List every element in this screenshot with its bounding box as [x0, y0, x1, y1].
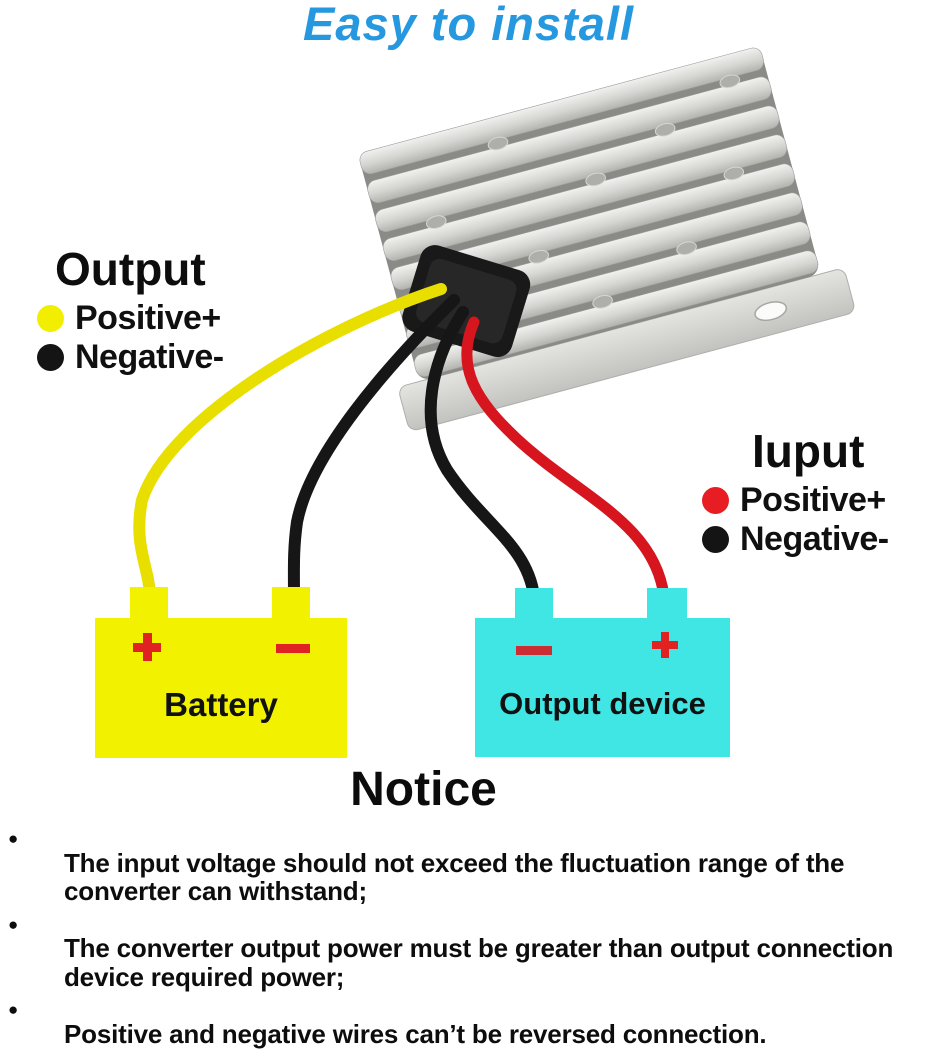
input-positive-label: Positive+: [740, 481, 886, 519]
notice-item-text: The input voltage should not exceed the …: [64, 847, 845, 906]
converter-heatsink: [359, 47, 855, 431]
legend-row: Negative-: [30, 339, 224, 375]
yellow-wire: [133, 283, 447, 602]
legend-row: Positive+: [695, 482, 889, 518]
legend-row: Negative-: [695, 521, 889, 557]
output-device-plus-sign: [652, 632, 678, 658]
yellow-dot-icon: [37, 304, 64, 332]
output-device-positive-terminal: [647, 588, 687, 619]
output-device-negative-terminal: [515, 588, 553, 619]
battery-box: Battery: [95, 618, 347, 758]
notice-item: ● The converter output power must be grea…: [0, 906, 930, 992]
mounting-hole: [754, 301, 788, 322]
red-dot-icon: [702, 486, 729, 514]
output-negative-label: Negative-: [75, 338, 224, 376]
bullet-icon: ●: [8, 1000, 19, 1019]
battery-plus-sign: [133, 633, 161, 661]
notice-item: ● Positive and negative wires can’t be re…: [0, 991, 930, 1048]
output-device-label: Output device: [499, 686, 706, 721]
black-wire-battery: [287, 294, 460, 602]
output-legend: Output Positive+ Negative-: [30, 244, 224, 378]
legend-row: Positive+: [30, 300, 224, 336]
input-legend-heading: Iuput: [752, 425, 865, 477]
notice-heading: Notice: [350, 763, 497, 816]
output-positive-label: Positive+: [75, 299, 221, 337]
page-title: Easy to install: [302, 0, 635, 50]
screw-heads: [425, 74, 745, 309]
battery-negative-terminal: [272, 587, 310, 619]
black-dot-icon: [37, 343, 64, 371]
wiring-diagram-canvas: [133, 47, 855, 602]
wires: [133, 283, 670, 602]
bullet-icon: ●: [8, 914, 19, 934]
notice-item-text: The converter output power must be great…: [64, 933, 894, 992]
battery-label: Battery: [164, 686, 278, 723]
wire-connector: [402, 245, 531, 358]
input-legend: Iuput Positive+ Negative-: [695, 426, 889, 560]
notice-item-text: Positive and negative wires can’t be rev…: [64, 1018, 767, 1049]
battery-minus-sign: [276, 644, 310, 653]
output-device-box: Output device: [475, 618, 730, 757]
input-negative-label: Negative-: [740, 520, 889, 558]
output-device-minus-sign: [516, 646, 552, 655]
notice-list: ● The input voltage should not exceed the…: [0, 820, 930, 1048]
black-wire-output: [424, 306, 540, 602]
product-infographic: { "title": { "text": "Easy to install", …: [8, 0, 894, 1048]
notice-item: ● The input voltage should not exceed the…: [0, 820, 930, 906]
red-wire: [461, 316, 670, 602]
output-legend-heading: Output: [55, 243, 206, 295]
bullet-icon: ●: [8, 829, 19, 848]
black-dot-icon: [702, 525, 729, 553]
battery-positive-terminal: [130, 587, 168, 619]
